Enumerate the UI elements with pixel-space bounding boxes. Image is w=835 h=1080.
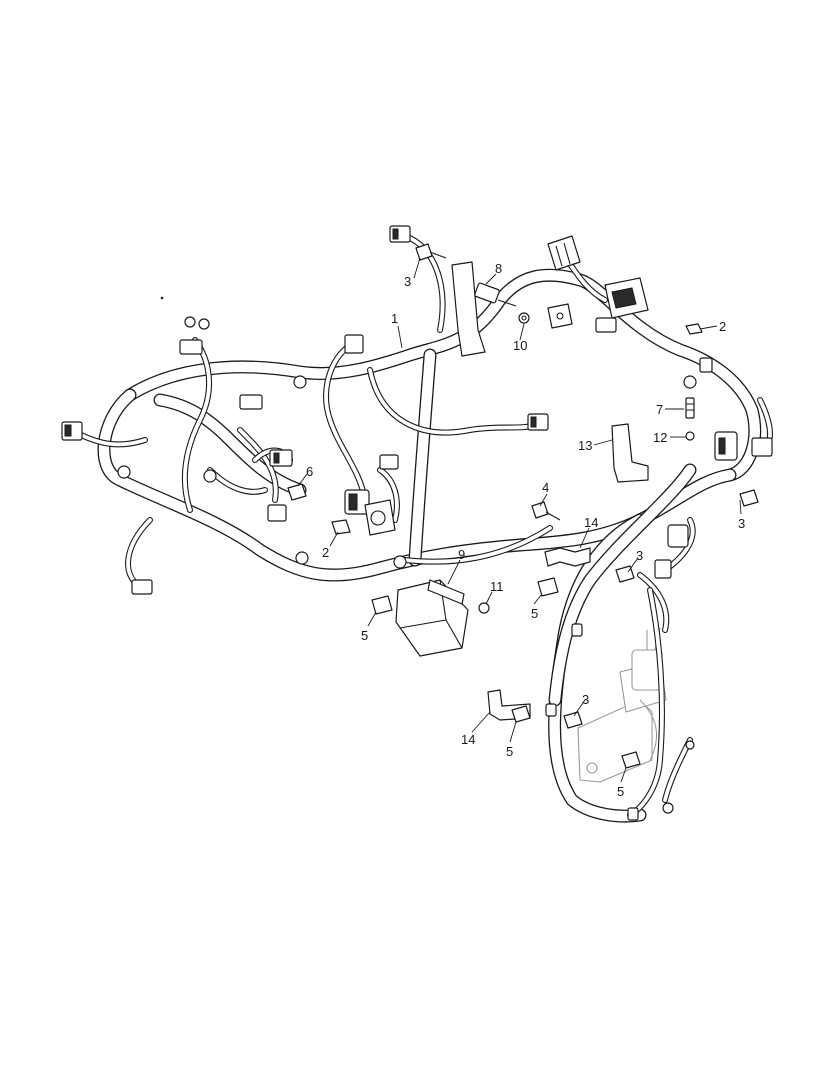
- nut-2-right: [683, 323, 703, 389]
- bracket-14-upper: [544, 547, 591, 567]
- connector-right-d: [751, 437, 773, 457]
- connector-mid-f: [379, 454, 399, 470]
- stud-7: [685, 397, 695, 419]
- connector-right-a: [714, 431, 738, 461]
- nut-2-left: [331, 519, 407, 569]
- callout-6: 6: [306, 464, 313, 479]
- bolt-6: [287, 483, 307, 501]
- connector-mid-d: [267, 504, 287, 522]
- washer-11: [478, 602, 490, 614]
- relay-block-right: [595, 277, 649, 333]
- bracket-clip-right: [547, 303, 573, 329]
- bolt-3-right: [739, 489, 759, 507]
- bolt-3-low: [563, 711, 583, 729]
- callout-8: 8: [495, 261, 502, 276]
- bracket-8: [451, 261, 517, 357]
- callout-5-d: 5: [617, 784, 624, 799]
- bolt-5-c: [511, 705, 531, 723]
- callout-4: 4: [542, 480, 549, 495]
- callout-3-mid: 3: [636, 548, 643, 563]
- callout-3-low: 3: [582, 692, 589, 707]
- connector-right-b: [667, 524, 689, 548]
- bracket-13: [611, 423, 649, 483]
- washer-12: [685, 431, 695, 441]
- callout-3-right: 3: [738, 516, 745, 531]
- bolt-9: [427, 579, 465, 605]
- callout-12: 12: [653, 430, 667, 445]
- harness-clips: [545, 357, 713, 821]
- callout-13: 13: [578, 438, 592, 453]
- bolt-5-d: [621, 751, 641, 769]
- ghost-battery-assembly: [577, 627, 667, 783]
- leader-lines: [297, 257, 742, 783]
- callout-9: 9: [458, 547, 465, 562]
- callout-7: 7: [656, 402, 663, 417]
- bolt-5-a: [371, 595, 393, 615]
- callout-1: 1: [391, 311, 398, 326]
- callout-3-top: 3: [404, 274, 411, 289]
- branch-wires: [72, 232, 773, 818]
- connector-far-left: [61, 421, 83, 441]
- connector-lower-left: [131, 579, 153, 595]
- callout-5-a: 5: [361, 628, 368, 643]
- callout-2-left: 2: [322, 545, 329, 560]
- ring-terminal-a: [117, 375, 309, 565]
- callout-labels: 1 2 2 3 3 3 3 4 5 5 5 5 6 7 8 9 10 11 12…: [306, 261, 745, 799]
- bolt-3-mid: [615, 565, 635, 583]
- connector-top-left: [389, 225, 411, 243]
- callout-14-lower: 14: [461, 732, 475, 747]
- connector-right-c: [654, 559, 672, 579]
- connector-top-multi: [547, 235, 581, 271]
- connector-sensor: [364, 499, 396, 536]
- main-wiring-harness: [97, 268, 762, 823]
- ring-terminal-b: [662, 740, 695, 814]
- callout-10: 10: [513, 338, 527, 353]
- connector-mid-c: [269, 449, 293, 467]
- connector-mid-e: [344, 489, 370, 515]
- callout-2-right: 2: [719, 319, 726, 334]
- bolt-5-b: [537, 577, 559, 597]
- callout-5-b: 5: [531, 606, 538, 621]
- connector-mid-b: [239, 394, 263, 410]
- connectors: [61, 225, 773, 814]
- callout-5-c: 5: [506, 744, 513, 759]
- bolt-4: [531, 501, 561, 521]
- bolt-3-top: [415, 243, 447, 261]
- stray-dot: [160, 296, 164, 300]
- callout-14-upper: 14: [584, 515, 598, 530]
- connector-mid-a: [344, 334, 364, 354]
- connector-center: [527, 413, 549, 431]
- connector-left-top: [179, 316, 210, 355]
- hardware-parts: [287, 243, 759, 821]
- washer-10: [518, 312, 530, 324]
- callout-11: 11: [490, 579, 504, 594]
